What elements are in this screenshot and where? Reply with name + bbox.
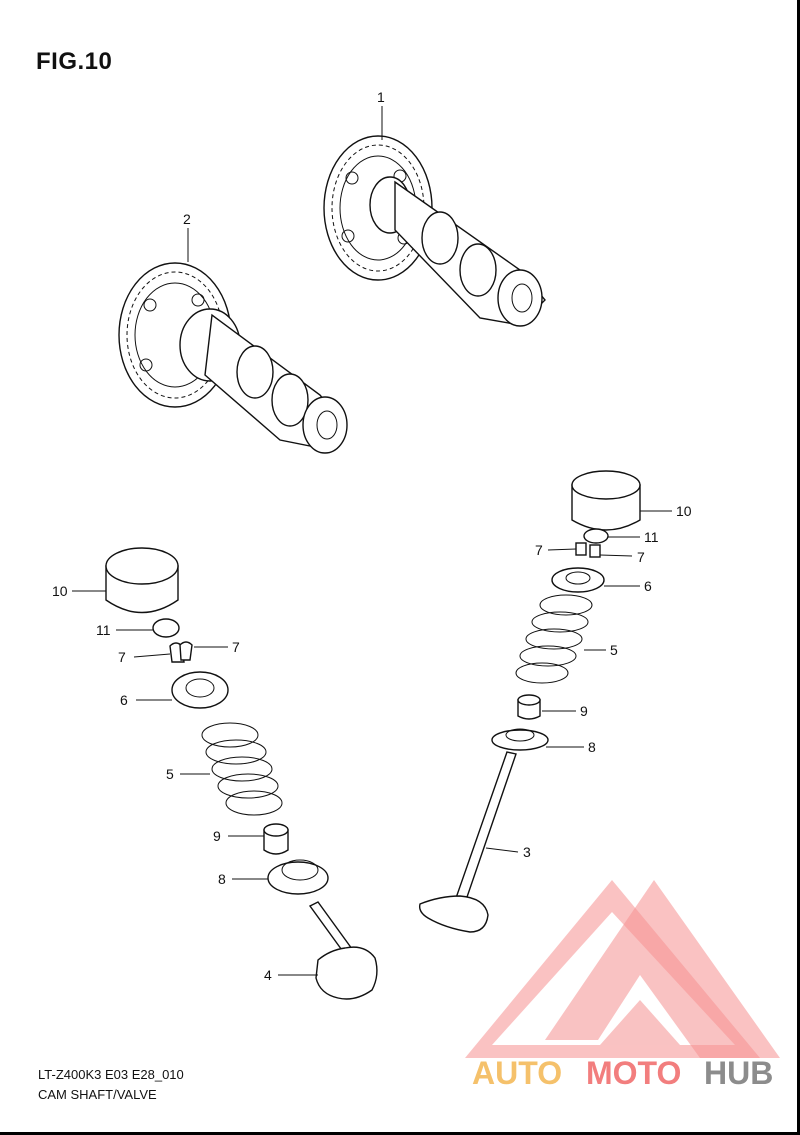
- model-code: LT-Z400K3 E03 E28_010: [38, 1067, 184, 1082]
- leader-lines: [72, 106, 672, 976]
- valve-spring-right: [515, 594, 593, 684]
- callout-7-right-a: 7: [535, 542, 543, 558]
- callout-7-left-a: 7: [118, 649, 126, 665]
- cotters-left: [169, 641, 193, 663]
- callout-11-left: 11: [96, 622, 111, 638]
- watermark-moto: MOTO: [586, 1055, 681, 1091]
- callout-9-right: 9: [580, 703, 588, 719]
- shim-left: [152, 618, 180, 638]
- valve-intake: [418, 751, 517, 933]
- callout-1: 1: [377, 89, 385, 105]
- callout-10-right: 10: [676, 503, 692, 519]
- callout-4: 4: [264, 967, 272, 983]
- callout-7-right-b: 7: [637, 549, 645, 565]
- watermark-hub: HUB: [704, 1055, 773, 1091]
- valve-spring-left: [201, 722, 283, 816]
- callout-9-left: 9: [213, 828, 221, 844]
- callout-6-right: 6: [644, 578, 652, 594]
- watermark-auto: AUTO: [472, 1055, 562, 1091]
- stem-seal-left: [263, 823, 289, 855]
- section-name: CAM SHAFT/VALVE: [38, 1087, 157, 1102]
- callout-7-left-b: 7: [232, 639, 240, 655]
- watermark-logo: [465, 880, 780, 1058]
- figure-title: FIG.10: [36, 48, 113, 75]
- callout-6-left: 6: [120, 692, 128, 708]
- spring-retainer-right: [551, 567, 605, 593]
- spring-seat-left: [267, 859, 329, 895]
- callout-8-left: 8: [218, 871, 226, 887]
- spring-retainer-left: [171, 671, 229, 709]
- shim-right: [583, 528, 609, 544]
- valve-exhaust: [308, 901, 378, 1000]
- callout-8-right: 8: [588, 739, 596, 755]
- callout-11-right: 11: [644, 529, 659, 545]
- callout-3: 3: [523, 844, 531, 860]
- camshaft-intake: [323, 135, 546, 327]
- cotters-right: [575, 542, 601, 558]
- callout-5-right: 5: [610, 642, 618, 658]
- stem-seal-right: [517, 694, 541, 720]
- tappet-right: [571, 470, 641, 531]
- tappet-left: [105, 547, 179, 614]
- watermark-wordmark: AUTO MOTO HUB: [472, 1055, 773, 1091]
- callout-5-left: 5: [166, 766, 174, 782]
- spring-seat-right: [491, 728, 549, 751]
- callout-10-left: 10: [52, 583, 68, 599]
- camshaft-exhaust: [118, 262, 348, 454]
- callout-2: 2: [183, 211, 191, 227]
